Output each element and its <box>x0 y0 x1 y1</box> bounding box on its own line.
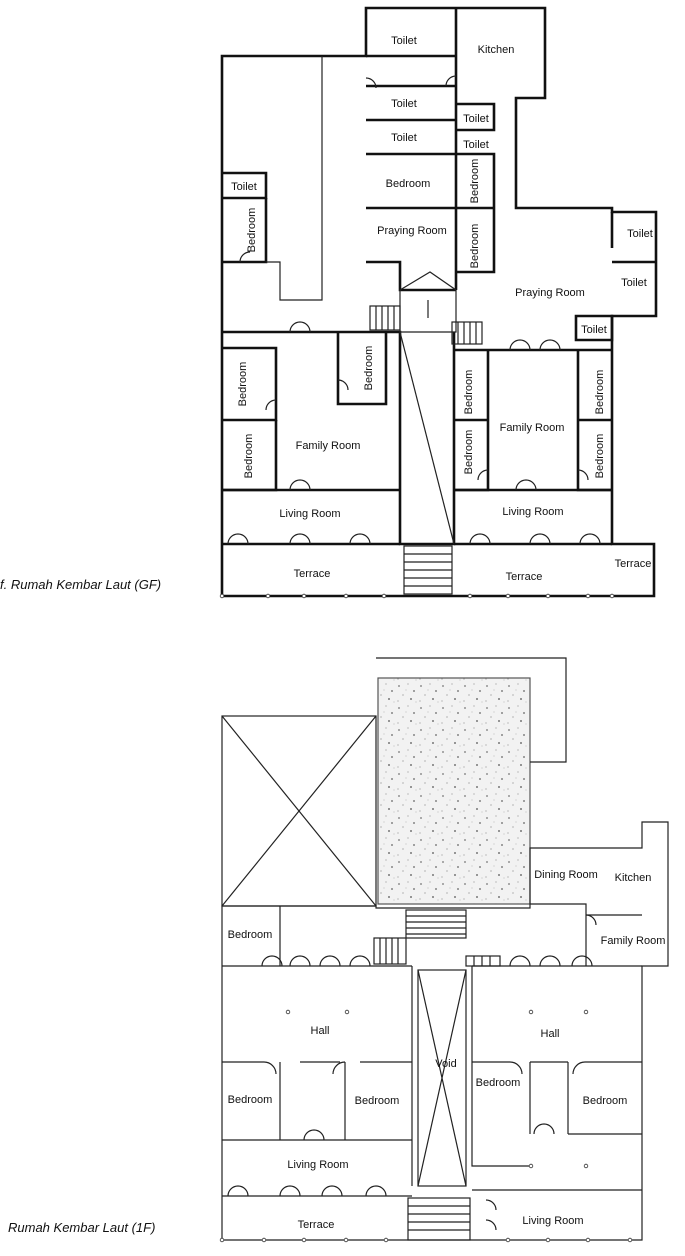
gf-bedroom-r3: Bedroom <box>594 370 606 415</box>
ff-bedroom-l2: Bedroom <box>355 1095 400 1107</box>
gf-bedroom-center: Bedroom <box>363 346 375 391</box>
ff-void: Void <box>435 1058 456 1070</box>
first-floor-labels: Dining Room Kitchen Family Room Bedroom … <box>8 869 665 1235</box>
ff-hall-right: Hall <box>541 1028 560 1040</box>
gf-toilet-2: Toilet <box>391 98 417 110</box>
ff-bedroom-r1: Bedroom <box>476 1077 521 1089</box>
gf-living-left: Living Room <box>279 508 340 520</box>
ff-caption: Rumah Kembar Laut (1F) <box>8 1220 155 1235</box>
gf-bedroom-r2: Bedroom <box>463 430 475 475</box>
ff-living-left: Living Room <box>287 1159 348 1171</box>
gf-bedroom-vert-r1: Bedroom <box>469 159 481 204</box>
gf-bedroom-vert-r2: Bedroom <box>469 224 481 269</box>
courtyard-hatch <box>377 677 531 905</box>
gf-toilet-right3: Toilet <box>581 324 607 336</box>
ff-hall-left: Hall <box>311 1025 330 1037</box>
gf-bedroom-r1: Bedroom <box>463 370 475 415</box>
gf-bedroom-r4: Bedroom <box>594 434 606 479</box>
gf-terrace-right: Terrace <box>506 571 543 583</box>
ff-bedroom-l1: Bedroom <box>228 1094 273 1106</box>
gf-family-right: Family Room <box>500 422 565 434</box>
gf-bedroom-left-top: Bedroom <box>246 208 258 253</box>
gf-toilet-3: Toilet <box>463 113 489 125</box>
ff-kitchen: Kitchen <box>615 872 652 884</box>
gf-bedroom-l1: Bedroom <box>237 362 249 407</box>
ground-floor-plan <box>219 6 658 599</box>
gf-caption: f. Rumah Kembar Laut (GF) <box>0 577 161 592</box>
gf-praying-small: Praying Room <box>377 225 447 237</box>
ff-terrace: Terrace <box>298 1219 335 1231</box>
gf-bedroom-l2: Bedroom <box>243 434 255 479</box>
gf-praying-large: Praying Room <box>515 287 585 299</box>
gf-toilet-5: Toilet <box>463 139 489 151</box>
ff-dining: Dining Room <box>534 869 598 881</box>
ground-floor-labels: Toilet Kitchen Toilet Toilet Toilet Toil… <box>0 35 653 592</box>
gf-toilet-4: Toilet <box>391 132 417 144</box>
gf-bedroom-mid: Bedroom <box>386 178 431 190</box>
gf-toilet-right1: Toilet <box>627 228 653 240</box>
gf-family-left: Family Room <box>296 440 361 452</box>
gf-toilet-right2: Toilet <box>621 277 647 289</box>
ff-bedroom-top-left: Bedroom <box>228 929 273 941</box>
gf-toilet-top: Toilet <box>391 35 417 47</box>
gf-kitchen: Kitchen <box>478 44 515 56</box>
first-floor-plan <box>219 657 669 1243</box>
gf-terrace-small: Terrace <box>615 558 652 570</box>
ff-bedroom-r2: Bedroom <box>583 1095 628 1107</box>
gf-living-right: Living Room <box>502 506 563 518</box>
ff-family: Family Room <box>601 935 666 947</box>
gf-toilet-left: Toilet <box>231 181 257 193</box>
gf-terrace-left: Terrace <box>294 568 331 580</box>
ff-living-right: Living Room <box>522 1215 583 1227</box>
